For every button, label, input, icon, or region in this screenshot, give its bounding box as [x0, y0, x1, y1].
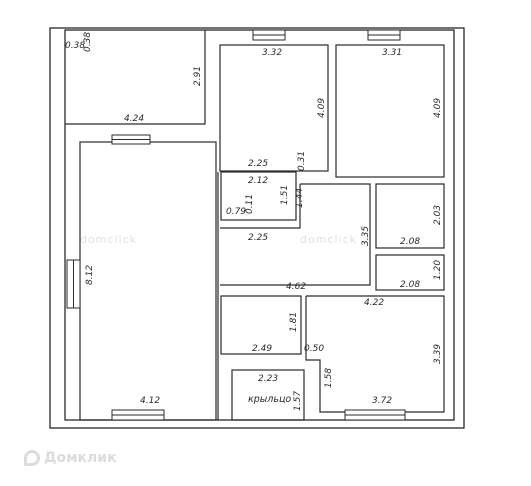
windows — [66, 29, 406, 421]
dim-bottom-right-offset: 0.50 — [304, 344, 324, 354]
dim-corner-a: 0.38 — [65, 41, 85, 51]
dim-small-top-width: 2.08 — [400, 237, 420, 247]
domclick-logo-text: Домклик — [44, 450, 117, 466]
dim-bottom-mid-height: 1.81 — [289, 312, 299, 332]
interior-walls — [65, 30, 445, 421]
dim-top-mid-height: 4.09 — [317, 98, 327, 118]
dim-top-left-height: 2.91 — [193, 66, 203, 86]
dim-small-top-height: 2.03 — [433, 205, 443, 225]
dim-small-bottom-width: 2.08 — [400, 280, 420, 290]
dim-big-left-height: 8.12 — [85, 265, 95, 285]
dim-bath-width: 2.12 — [248, 176, 268, 186]
dim-top-right-width: 3.31 — [382, 48, 402, 58]
porch-label: крыльцо — [248, 394, 291, 405]
dim-bottom-right-width: 4.22 — [364, 298, 384, 308]
dim-bottom-right-bottom-width: 3.72 — [372, 396, 392, 406]
dim-top-right-height: 4.09 — [433, 98, 443, 118]
dim-small-bottom-height: 1.20 — [433, 260, 443, 280]
dim-bath-width-top: 2.25 — [248, 159, 268, 169]
dim-bottom-mid-width: 2.49 — [252, 344, 272, 354]
dim-porch-height: 1.57 — [293, 391, 303, 411]
domclick-logo: Домклик — [24, 450, 117, 466]
dim-corner-b: 0.38 — [83, 32, 93, 52]
dim-top-mid-width: 3.32 — [262, 48, 282, 58]
dim-top-left-width: 4.24 — [124, 114, 144, 124]
dim-corridor-depth: 1.44 — [295, 188, 305, 208]
dim-corridor-width: 4.62 — [286, 282, 306, 292]
dim-corridor-height: 3.35 — [361, 226, 371, 246]
dim-corridor-width-top: 2.25 — [248, 233, 268, 243]
dim-bottom-right-step: 1.58 — [324, 368, 334, 388]
dim-bath-offset: 0.31 — [297, 151, 307, 171]
dim-big-left-bottom-width: 4.12 — [140, 396, 160, 406]
dim-bath-wall-b: 0.11 — [245, 194, 255, 214]
watermark-2: domclick — [300, 233, 357, 246]
domclick-logo-icon — [24, 450, 40, 466]
dim-bath-wall-a: 0.79 — [226, 207, 246, 217]
dim-porch-width: 2.23 — [258, 374, 278, 384]
dim-bottom-right-height: 3.39 — [433, 344, 443, 364]
dim-bath-height: 1.51 — [280, 185, 290, 205]
watermark-1: domclick — [80, 233, 137, 246]
